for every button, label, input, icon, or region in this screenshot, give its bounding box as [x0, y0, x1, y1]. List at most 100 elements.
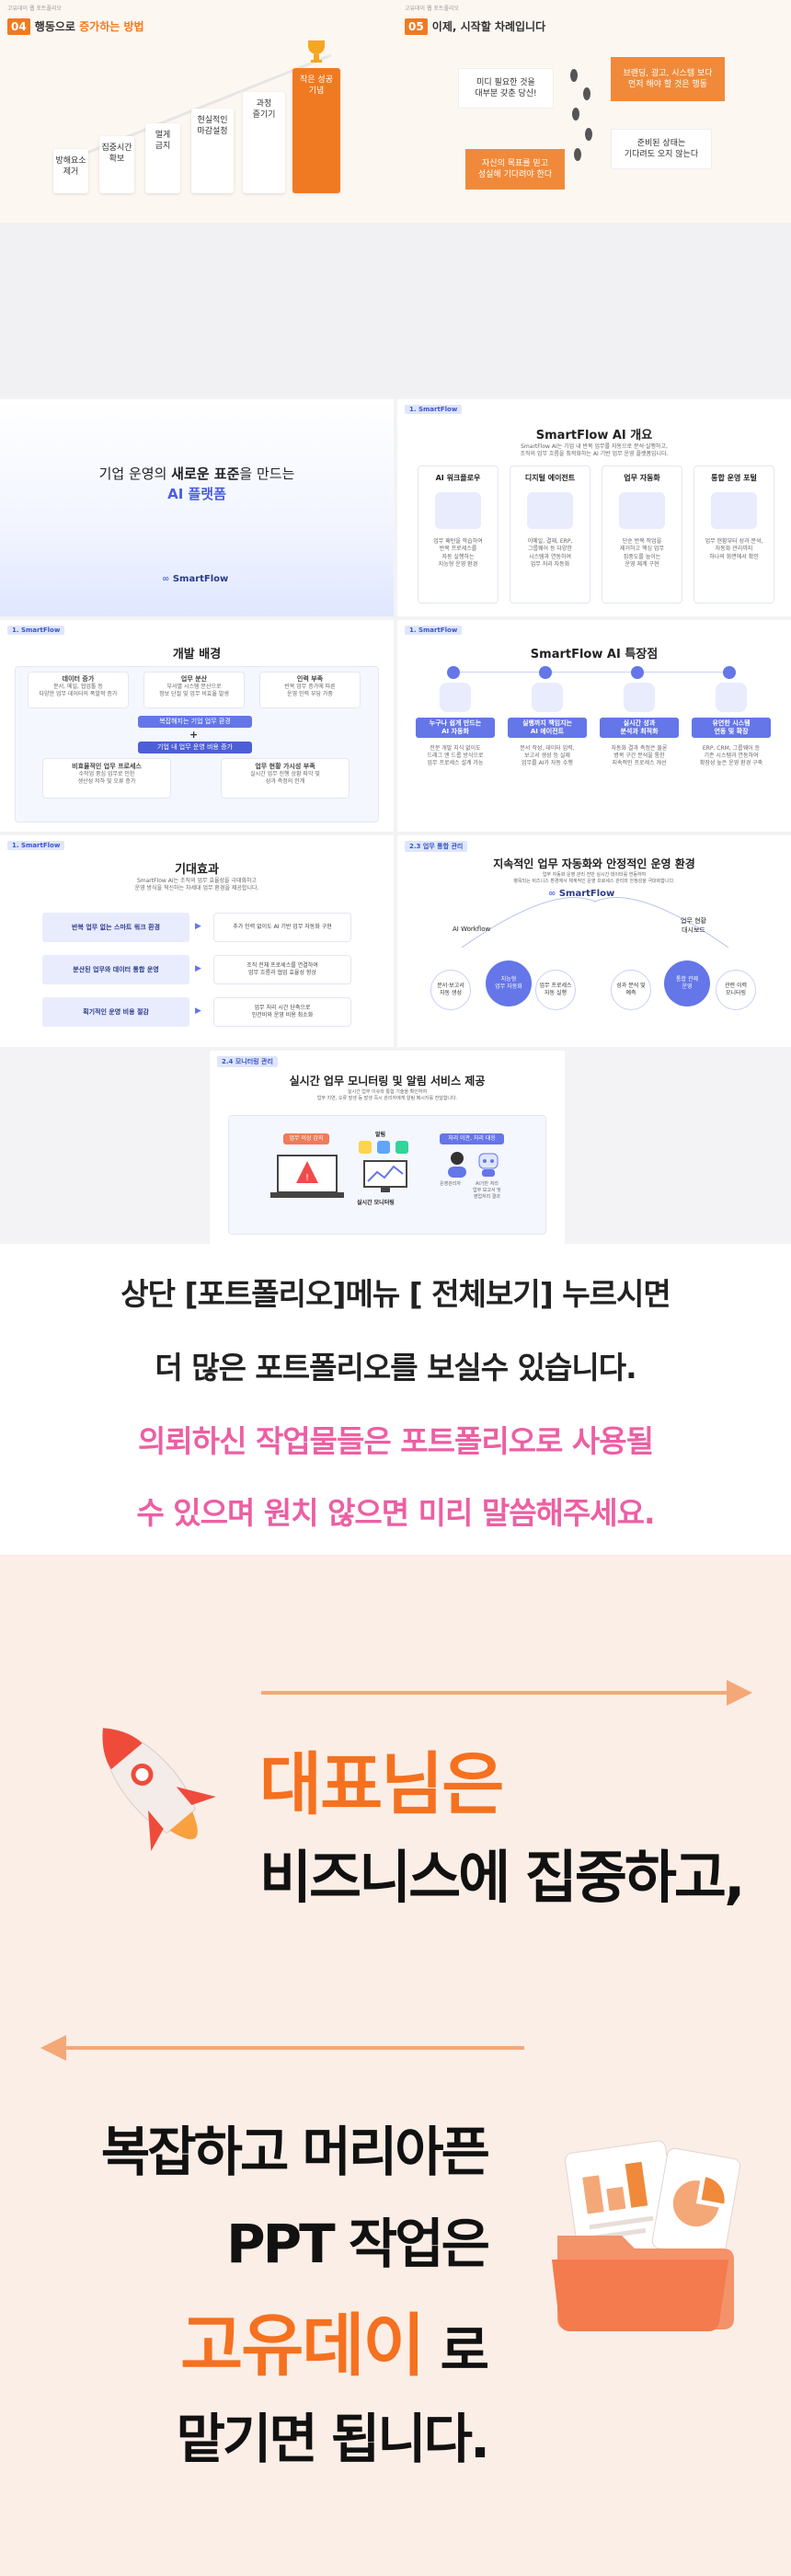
- title-part: 새로운 표준: [171, 466, 240, 482]
- issue-title: 비효율적인 업무 프로세스: [72, 763, 142, 770]
- footprints-icon: [570, 69, 592, 161]
- svg-text:!: !: [305, 1173, 309, 1183]
- monitor-icon: [363, 1160, 407, 1192]
- operator-icon: [448, 1152, 466, 1178]
- process-node: 관련 이력 모니터링: [716, 970, 756, 1010]
- feature-pill: 실시간 성과 분석과 최적화: [600, 718, 679, 739]
- reason-title: 인력 부족: [296, 675, 324, 683]
- feature-illustration-icon: [624, 683, 655, 712]
- connector-arcs: [461, 897, 729, 949]
- effect-label: 분산된 업무와 데이터 통합 운영: [42, 955, 189, 984]
- step-label: 멀게 금지: [155, 131, 171, 151]
- effect-description: 업무 처리 시간 단축으로 인건비와 운영 비용 최소화: [213, 997, 351, 1027]
- message-box: 준비된 상태는 기다려도 오지 않는다: [611, 129, 712, 169]
- feature-text: 자동화 결과 측정은 물론 병목 구간 분석을 통한 지속적인 프로세스 개선: [611, 745, 668, 767]
- alert-label: 업무 이상 감지: [283, 1133, 329, 1144]
- slide-cover: 기업 운영의 새로운 표준을 만드는 AI 플랫폼 ∞ SmartFlow: [0, 399, 394, 616]
- promo-headline: 복잡하고 머리아픈: [100, 2121, 490, 2183]
- summary-pill: 기업 내 업무 운영 비용 증가: [138, 742, 252, 754]
- feature-card-text: 단순 반복 작업을 제거하고 핵심 업무 집중도를 높이는 운영 체계 구현: [620, 538, 664, 568]
- slide-tag: 1. SmartFlow: [405, 626, 463, 635]
- robot-icon: [478, 1153, 499, 1177]
- slide-subtitle: 실시간 업무 이슈와 통합 기술을 확인하여 업무 지연, 오류 발생 등 발생…: [316, 1089, 458, 1101]
- step-card-highlight: 작은 성공 기념: [292, 68, 340, 193]
- slide-monitoring: 2.4 모니터링 관리 실시간 업무 모니터링 및 알림 서비스 제공 실시간 …: [210, 1051, 565, 1244]
- slide-title: SmartFlow AI 특장점: [530, 648, 659, 661]
- process-node: 업무 프로세스 자동 실행: [535, 970, 576, 1010]
- feature-number-badge: [723, 666, 736, 679]
- reason-text: 부서별 시스템 분산으로 정보 단절 및 업무 비효율 발생: [159, 684, 229, 698]
- step-card: 방해요소 제거: [53, 149, 88, 193]
- slide-tag: 2.4 모니터링 관리: [217, 1056, 278, 1067]
- step-label: 현실적인 마감설정: [197, 116, 228, 136]
- slide-effects: 1. SmartFlow 기대효과 SmartFlow AI는 조직의 업무 효…: [0, 835, 394, 1047]
- play-arrow-icon: ▶: [195, 922, 201, 931]
- process-label: 처리 이관, 처리 대응: [440, 1133, 504, 1144]
- feature-pill: 실행까지 책임지는 AI 에이전트: [508, 718, 587, 739]
- operator-label: 운영관리자: [440, 1181, 462, 1187]
- step-card: 집중시간 확보: [99, 136, 134, 193]
- play-arrow-icon: ▶: [195, 964, 201, 973]
- slide-number: 04: [7, 18, 30, 35]
- slide-heading: 05 이제, 시작할 차례입니다: [405, 17, 545, 35]
- reason-title: 데이터 증가: [62, 675, 95, 683]
- promo-headline: PPT 작업은: [226, 2213, 490, 2275]
- feature-card-title: 통합 운영 포털: [711, 474, 757, 482]
- step-label: 작은 성공 기념: [300, 75, 333, 96]
- slide-subtitle: SmartFlow AI는 조직의 업무 효율성을 극대화하고 운영 방식을 혁…: [134, 878, 259, 892]
- feature-connector-line: [453, 672, 728, 673]
- title-part: 을 만드는: [239, 466, 295, 482]
- feature-illustration-icon: [532, 683, 563, 712]
- plus-icon: +: [189, 729, 199, 741]
- promo-headline: 비즈니스에 집중하고,: [259, 1844, 745, 1911]
- feature-illustration-icon: [716, 683, 747, 712]
- promo-headline: 맡기면 됩니다.: [176, 2408, 490, 2470]
- slide-title: SmartFlow AI 개요: [535, 429, 653, 443]
- logo-text: SmartFlow: [172, 574, 229, 584]
- slide-features: 1. SmartFlow SmartFlow AI 특장점 누구나 쉽게 만드는…: [397, 620, 791, 832]
- feature-card-illustration-icon: [435, 492, 481, 530]
- step-card: 멀게 금지: [145, 123, 180, 193]
- brand-name: 고유데이: [180, 2306, 425, 2386]
- rocket-icon: [102, 1727, 216, 1852]
- arrow-line: [64, 2046, 524, 2050]
- gray-spacer: [0, 223, 791, 397]
- cover-subtitle: AI 플랫폼: [167, 486, 226, 502]
- slide-title: 실시간 업무 모니터링 및 알림 서비스 제공: [289, 1075, 486, 1087]
- logo-text: SmartFlow: [558, 889, 615, 899]
- feature-number-badge: [631, 666, 644, 679]
- message-box-accent: 자신의 목표를 믿고 성실해 기다려야 한다: [465, 149, 565, 190]
- issue-text: 실시간 업무 진행 상황 파악 및 성과 측정의 한계: [250, 771, 320, 786]
- feature-card-text: 업무 현황부터 성과 분석, 자동화 관리까지 하나의 화면에서 확인: [705, 538, 763, 560]
- feature-pill: 유연한 시스템 연동 및 확장: [692, 718, 771, 739]
- slide-title: 지속적인 업무 자동화와 안정적인 운영 환경: [493, 857, 695, 870]
- process-node: 문서·보고서 자동 생성: [430, 970, 471, 1010]
- slide-subtitle: SmartFlow AI는 기업 내 반복 업무를 자동으로 분석·실행하고, …: [520, 443, 669, 458]
- slide-tag: 1. SmartFlow: [7, 626, 65, 635]
- feature-card-illustration-icon: [711, 492, 757, 530]
- reason-text: 반복 업무 증가에 따른 운영 인력 부담 가중: [284, 684, 336, 698]
- step-card: 현실적인 마감설정: [191, 109, 234, 193]
- notice-line: 상단 [포트폴리오]메뉴 [ 전체보기] 누르시면: [120, 1276, 671, 1312]
- message-box: 미디 필요한 것을 대부분 갖춘 당신!: [458, 68, 554, 109]
- title-part: 기업 운영의: [98, 466, 172, 482]
- feature-illustration-icon: [440, 683, 471, 712]
- arrow-line: [261, 1691, 734, 1695]
- slide-subtitle: 업무 자동화 운영 관리 전반 실시간 데이터를 연동하여 병목되는 비즈니스 …: [513, 872, 675, 884]
- notice-line: 더 많은 포트폴리오를 보실수 있습니다.: [155, 1350, 636, 1386]
- node-label: AI Workflow: [453, 926, 491, 933]
- slide-tag: 1. SmartFlow: [405, 405, 463, 414]
- feature-card-illustration-icon: [527, 492, 573, 530]
- slide-tag: 고유데이 웹 포트폴리오: [405, 6, 460, 12]
- cover-title: 기업 운영의 새로운 표준을 만드는: [0, 464, 394, 483]
- slide-tag: 고유데이 웹 포트폴리오: [7, 6, 63, 12]
- process-node: 통합 관제 운영: [664, 960, 710, 1006]
- arrow-right-icon: [727, 1680, 752, 1706]
- reason-title: 업무 분산: [180, 675, 208, 683]
- feature-card-title: 디지털 에이전트: [524, 474, 576, 482]
